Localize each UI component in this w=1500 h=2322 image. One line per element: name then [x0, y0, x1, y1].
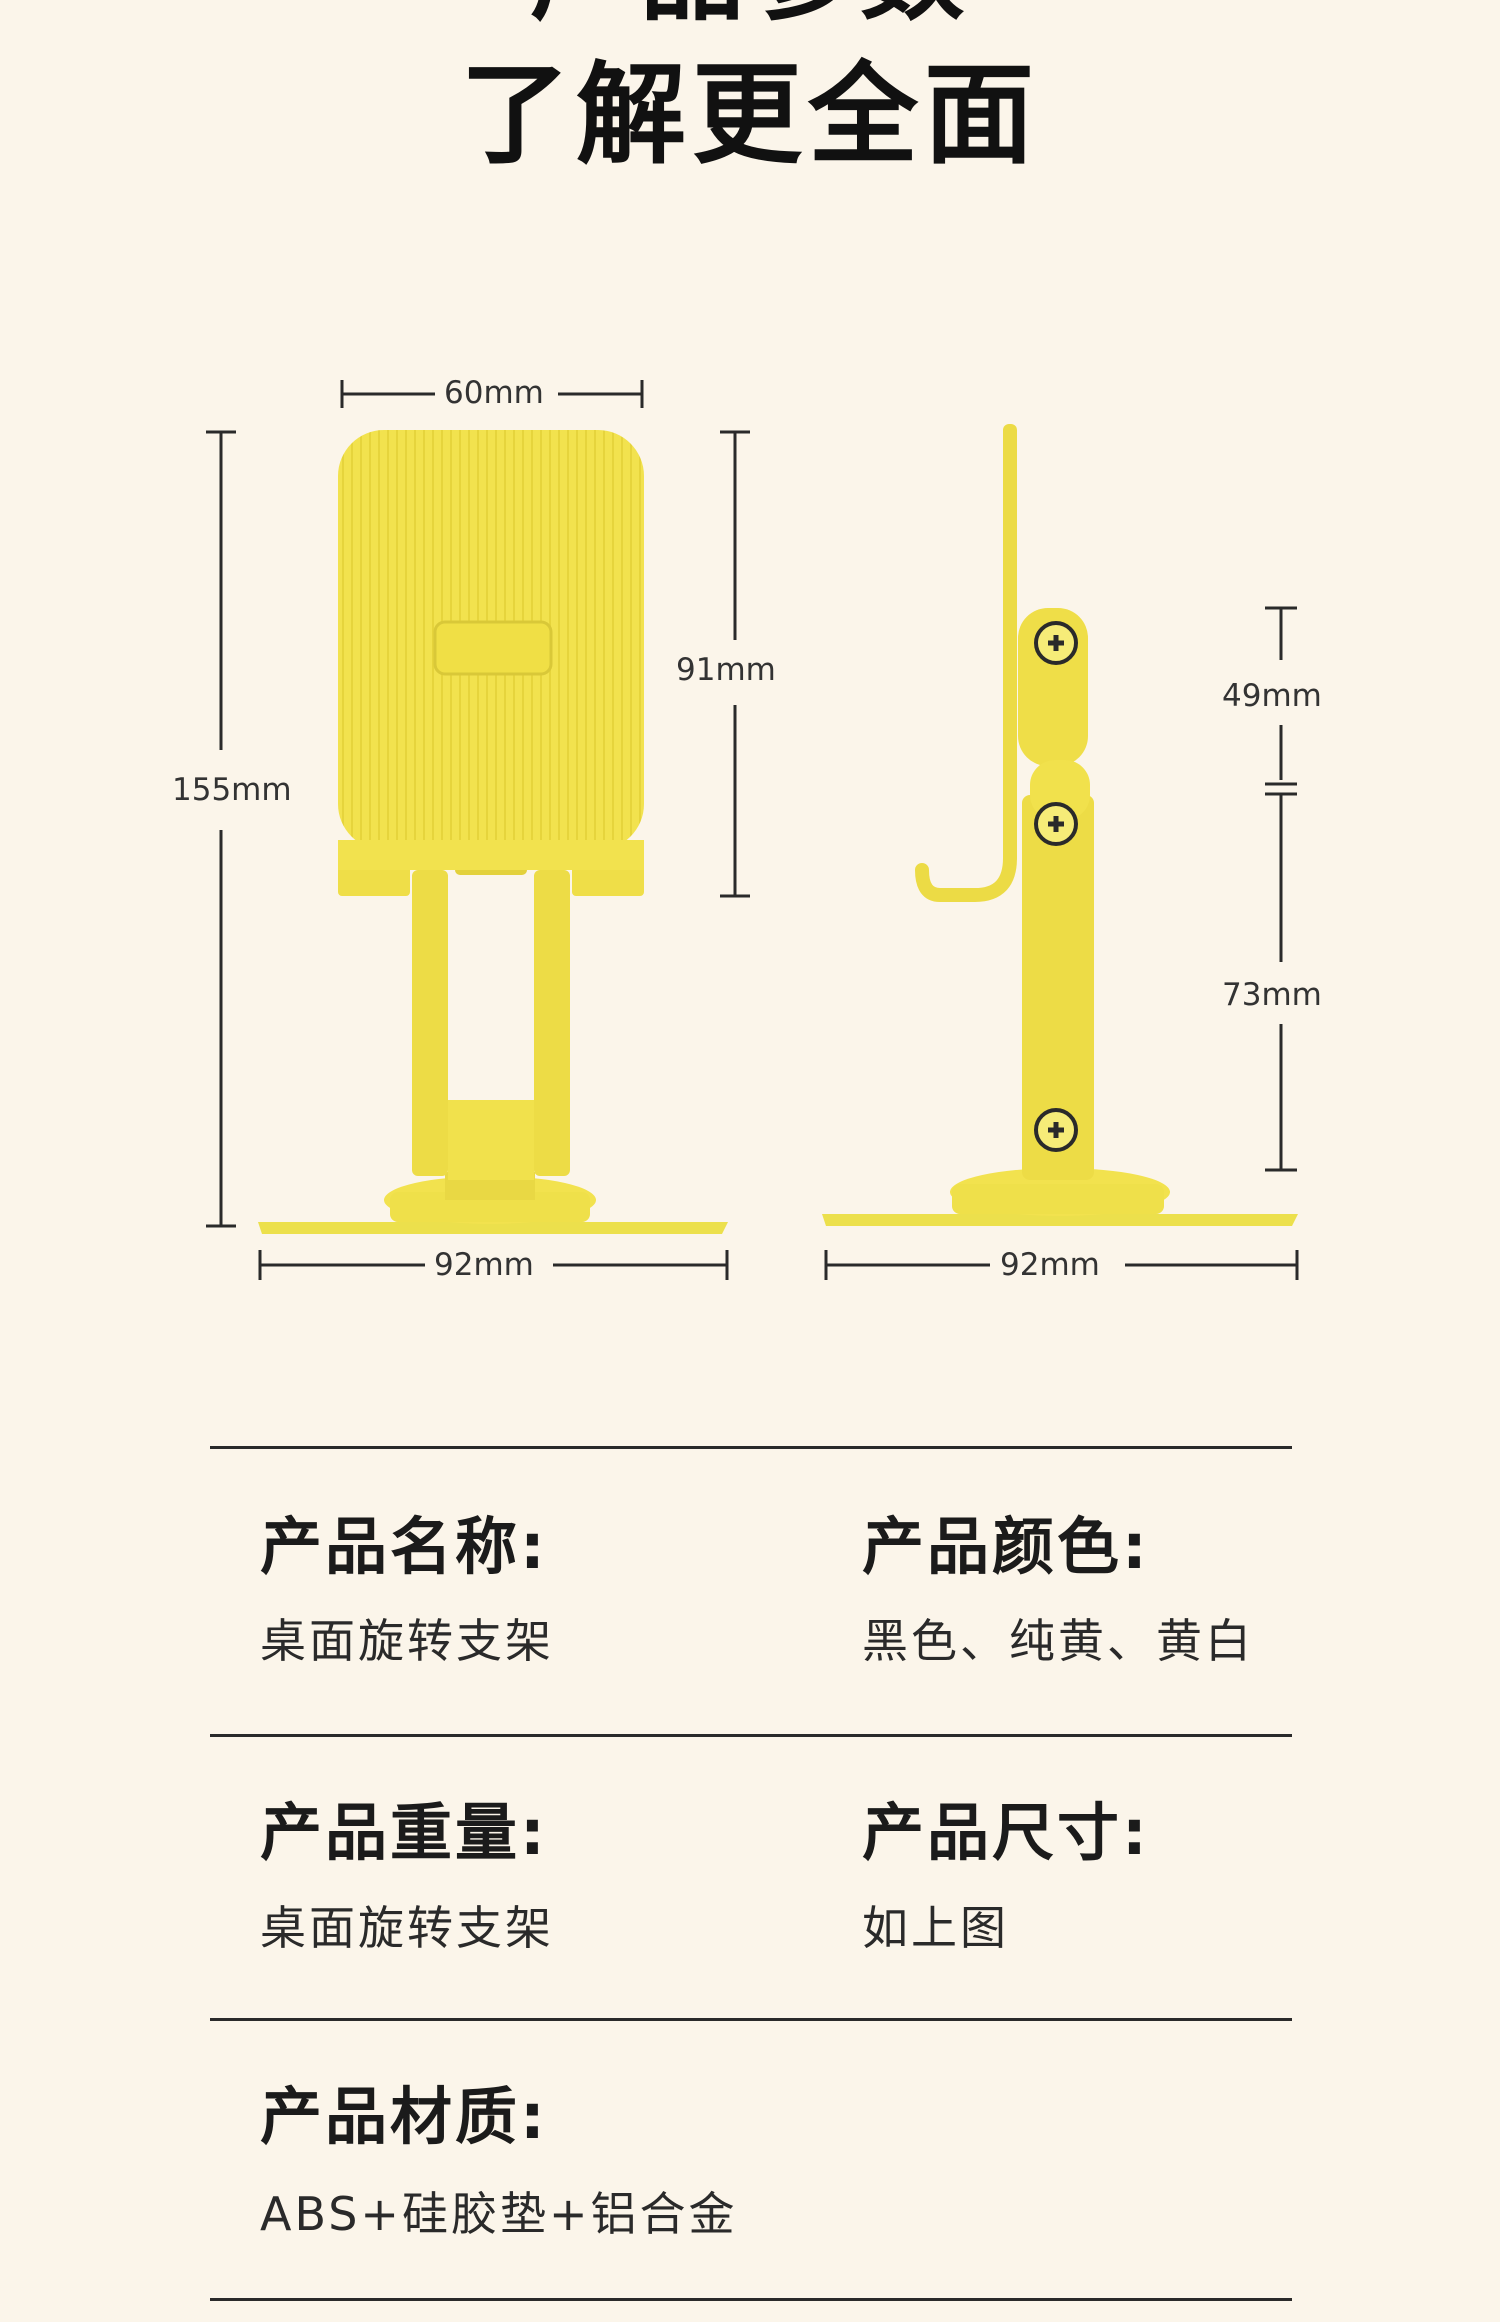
front-leg-right	[534, 870, 570, 1176]
side-back-plate	[1003, 424, 1017, 864]
front-logo-plate	[433, 620, 553, 676]
spec-color-label: 产品颜色:	[862, 1510, 1150, 1583]
side-hook	[915, 851, 1017, 902]
side-lower-height-label: 73mm	[1222, 977, 1322, 1013]
side-base-width-label: 92mm	[1000, 1247, 1100, 1283]
page-title-line-2: 了解更全面	[460, 51, 1040, 179]
divider	[210, 1734, 1292, 1737]
divider	[210, 2018, 1292, 2021]
front-base-width-label: 92mm	[434, 1247, 534, 1283]
divider	[210, 1446, 1292, 1449]
page-title-line-1: 产品参数	[0, 0, 1500, 26]
spec-material-label: 产品材质:	[260, 2080, 548, 2153]
side-upper-height-label: 49mm	[1222, 678, 1322, 714]
front-view	[258, 430, 728, 1234]
spec-color-value: 黑色、纯黄、黄白	[862, 1614, 1254, 1668]
front-dimensions	[206, 380, 750, 1280]
spec-weight-value: 桌面旋转支架	[260, 1901, 554, 1955]
spec-size-value: 如上图	[862, 1901, 1009, 1955]
front-width-top-label: 60mm	[444, 375, 544, 411]
front-leg-left	[412, 870, 448, 1176]
spec-material-value: ABS+硅胶垫+铝合金	[260, 2187, 738, 2241]
side-view	[822, 424, 1298, 1226]
spec-size-label: 产品尺寸:	[862, 1796, 1150, 1869]
divider	[210, 2298, 1292, 2301]
spec-weight-label: 产品重量:	[260, 1796, 548, 1869]
product-dimension-diagram: 60mm 155mm 91mm 92mm 49mm 73mm	[172, 375, 1322, 1283]
spec-name-label: 产品名称:	[260, 1510, 548, 1583]
front-holder-height-label: 91mm	[676, 652, 776, 688]
side-base	[822, 1214, 1298, 1226]
front-total-height-label: 155mm	[172, 772, 292, 808]
front-base	[258, 1222, 728, 1234]
side-dimensions	[824, 606, 1299, 1280]
side-lower-arm	[1022, 795, 1094, 1180]
spec-name-value: 桌面旋转支架	[260, 1614, 554, 1668]
